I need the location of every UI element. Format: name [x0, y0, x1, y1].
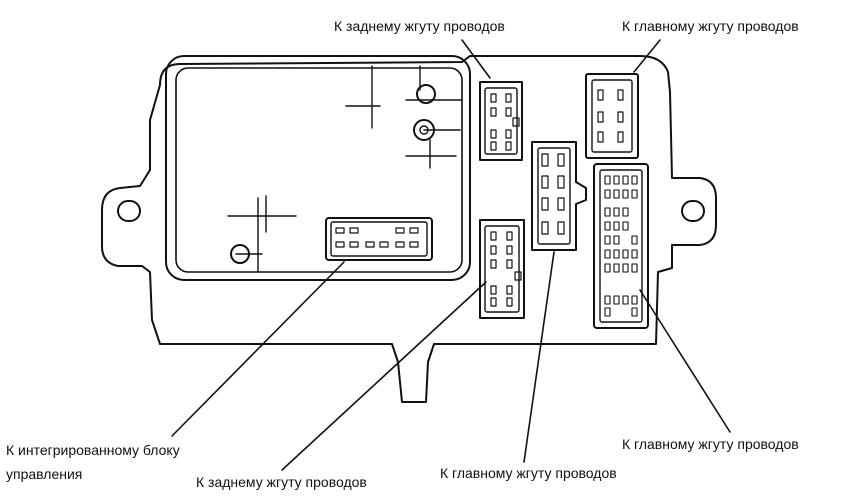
label-rear-harness-bottom: К заднему жгуту проводов	[196, 474, 367, 490]
label-ecu-line2: управления	[6, 466, 83, 482]
label-main-harness-right: К главному жгуту проводов	[622, 436, 799, 452]
label-rear-harness-top: К заднему жгуту проводов	[334, 18, 505, 34]
leader-main-right	[639, 289, 731, 433]
leader-lines	[171, 39, 731, 471]
leader-ecu	[171, 261, 345, 437]
label-ecu: К интегрированному блоку управления	[6, 438, 180, 486]
main-harness-connector-right	[593, 163, 649, 329]
leader-main-bottom	[523, 251, 555, 463]
label-main-harness-top-right: К главному жгуту проводов	[622, 18, 799, 34]
main-harness-connector-top-right	[585, 73, 639, 159]
rear-harness-connector-bottom	[479, 219, 525, 319]
ecu-connector	[325, 217, 433, 261]
label-ecu-line1: К интегрированному блоку	[6, 442, 180, 458]
rear-harness-connector-top	[479, 81, 523, 161]
leader-rear-top	[461, 39, 491, 79]
ecu-panel	[165, 55, 471, 281]
main-harness-connector-middle	[531, 141, 587, 251]
label-main-harness-bottom: К главному жгуту проводов	[440, 465, 617, 481]
left-mounting-slot	[117, 200, 141, 222]
right-mounting-slot	[681, 200, 705, 222]
leader-rear-bottom	[281, 281, 487, 471]
housing-outline	[101, 55, 717, 403]
leader-main-top-right	[633, 39, 661, 73]
